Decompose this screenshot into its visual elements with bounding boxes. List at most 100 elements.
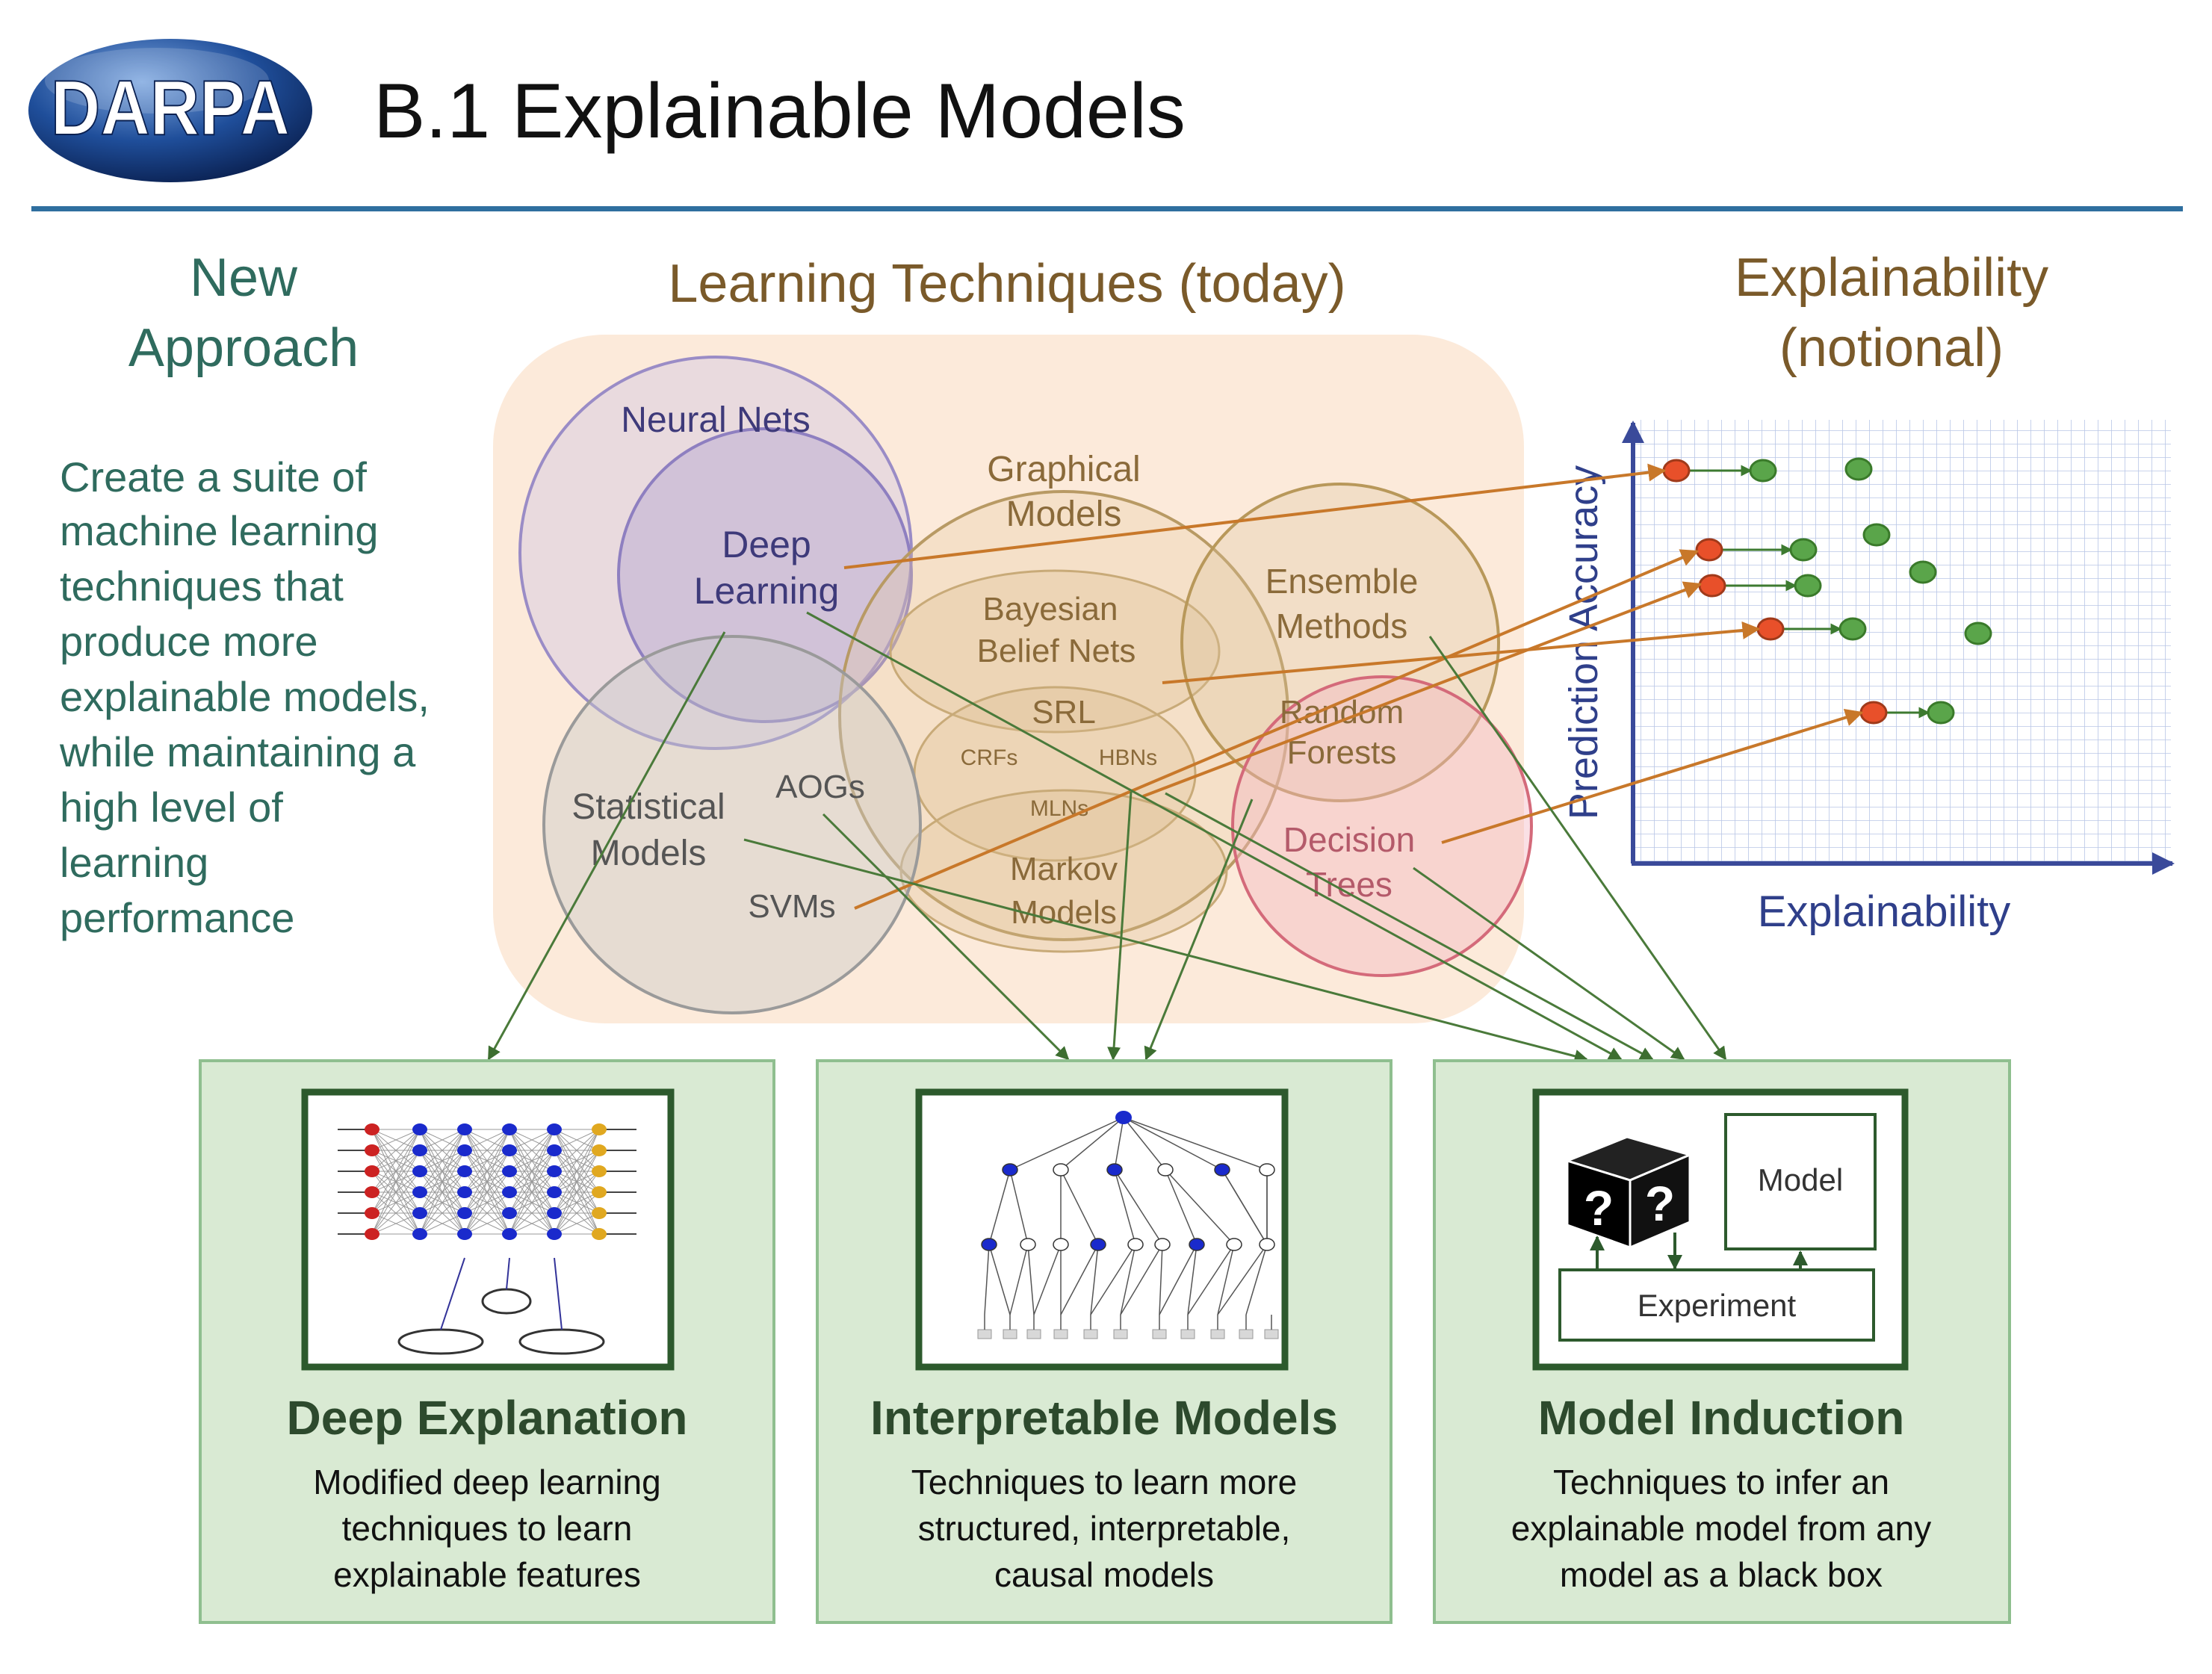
nn-edge: [554, 1129, 600, 1235]
graph-node: [1106, 1163, 1123, 1177]
graph-edge: [1090, 1244, 1099, 1315]
nn-node: [502, 1144, 517, 1156]
nn-node: [502, 1186, 517, 1198]
nn-node: [365, 1123, 379, 1135]
red-dot: [1859, 701, 1888, 725]
nn-node: [547, 1165, 562, 1177]
ensemble-methods-circle: [1180, 483, 1500, 802]
graph-leaf: [1003, 1329, 1017, 1339]
green-dot: [1789, 538, 1818, 562]
nn-node: [592, 1228, 607, 1240]
red-dot: [1698, 574, 1726, 598]
deep-explanation-title: Deep Explanation: [287, 1391, 688, 1445]
graph-node: [981, 1238, 997, 1251]
deep-explanation-desc-line: techniques to learn: [342, 1509, 633, 1548]
nn-edge: [464, 1150, 510, 1235]
nn-edge: [509, 1129, 555, 1172]
nn-edge: [554, 1129, 600, 1214]
graphical-models-label: Models: [1006, 495, 1122, 534]
graph-edge: [1159, 1244, 1163, 1315]
bayesian-belief-nets-label: Bayesian: [982, 591, 1118, 627]
decision-trees-to-chart-arrow: [1441, 708, 1864, 844]
random-forests-label: Forests: [1287, 734, 1397, 771]
nn-node: [365, 1207, 379, 1219]
concept-node: [518, 1328, 605, 1355]
new-approach-line: produce more: [60, 618, 318, 665]
new-approach-body: Create a suite of machine learning techn…: [59, 453, 430, 941]
nn-edge: [554, 1171, 600, 1235]
deep-learning-to-chart-arrow: [843, 463, 1667, 569]
statistical-models-label: Models: [591, 834, 707, 873]
new-approach-line: machine learning: [60, 507, 378, 554]
graph-edge: [1123, 1117, 1166, 1171]
model-induction-desc-line: Techniques to infer an: [1553, 1463, 1889, 1501]
nn-node: [457, 1186, 472, 1198]
nn-edge: [419, 1150, 465, 1235]
graph-node: [1053, 1238, 1069, 1251]
red-dots: [1662, 459, 1888, 725]
graph-edge: [1009, 1169, 1029, 1245]
random-forests-to-interpretable-arrow: [1144, 799, 1254, 1061]
nn-edge: [419, 1212, 465, 1235]
header-rule: [31, 206, 2183, 211]
ensemble-methods-label: Methods: [1276, 607, 1407, 645]
decision-trees-circle: [1231, 675, 1533, 977]
nn-edge: [509, 1150, 555, 1235]
graph-node: [1154, 1238, 1171, 1251]
deep-learning-circle: [617, 427, 913, 723]
graph-edge: [1187, 1244, 1235, 1315]
green-dot: [1838, 617, 1867, 641]
graph-edge: [1009, 1117, 1124, 1171]
model-induction-desc-line: explainable model from any: [1511, 1509, 1932, 1548]
graph-leaf: [1239, 1329, 1254, 1339]
decision-trees-label: Decision: [1283, 820, 1415, 859]
nn-node: [547, 1207, 562, 1219]
markov-models-label: Markov: [1010, 851, 1118, 887]
red-dot: [1662, 459, 1691, 483]
aogs-label: AOGs: [775, 769, 865, 805]
decision-trees-label: Trees: [1306, 865, 1392, 904]
black-box-cube-icon: ? ?: [1564, 1135, 1694, 1250]
green-dot: [1749, 459, 1777, 483]
nn-edge: [464, 1129, 510, 1214]
nn-edge: [464, 1129, 510, 1151]
graph-leaf: [1083, 1329, 1098, 1339]
bayesian-belief-nets-ellipse: [889, 569, 1221, 734]
graph-edge: [1114, 1117, 1124, 1171]
green-dot: [1862, 523, 1891, 547]
nn-node: [412, 1123, 427, 1135]
graph-node: [1259, 1163, 1275, 1177]
nn-node: [412, 1207, 427, 1219]
nn-edge: [419, 1129, 465, 1151]
concept-node: [397, 1328, 484, 1355]
explainability-heading-line2: (notional): [1779, 318, 2004, 378]
darpa-logo-text: DARPA: [51, 65, 290, 152]
graph-edge: [1165, 1169, 1198, 1245]
header: DARPA B.1 Explainable Models: [28, 39, 2183, 211]
graph-edge: [1187, 1244, 1198, 1315]
interpretable-models-title: Interpretable Models: [870, 1391, 1338, 1445]
nn-node: [592, 1144, 607, 1156]
markov-models-ellipse: [899, 789, 1228, 953]
nn-node: [412, 1165, 427, 1177]
nn-edge: [464, 1171, 510, 1235]
chart-grid: [1633, 420, 2171, 862]
experiment-box-label: Experiment: [1638, 1288, 1797, 1323]
nn-edge: [419, 1129, 465, 1235]
nn-node: [502, 1228, 517, 1240]
srl-label: SRL: [1032, 694, 1096, 731]
ensemble-to-induction-arrow: [1428, 636, 1727, 1061]
interpretable-models-desc-line: structured, interpretable,: [918, 1509, 1291, 1548]
nn-edge: [464, 1191, 510, 1235]
nn-edge: [509, 1129, 555, 1235]
green-dot: [1909, 560, 1937, 584]
nn-node: [457, 1123, 472, 1135]
markov-models-label: Models: [1011, 894, 1117, 931]
graph-leaf: [977, 1329, 992, 1339]
deep-learning-to-induction-arrow: [806, 611, 1623, 1061]
deep-learning-label: Deep: [722, 524, 811, 565]
nn-node: [457, 1165, 472, 1177]
graph-edge: [1027, 1244, 1035, 1315]
graph-edge: [988, 1169, 1011, 1245]
darpa-logo: DARPA: [28, 39, 312, 182]
